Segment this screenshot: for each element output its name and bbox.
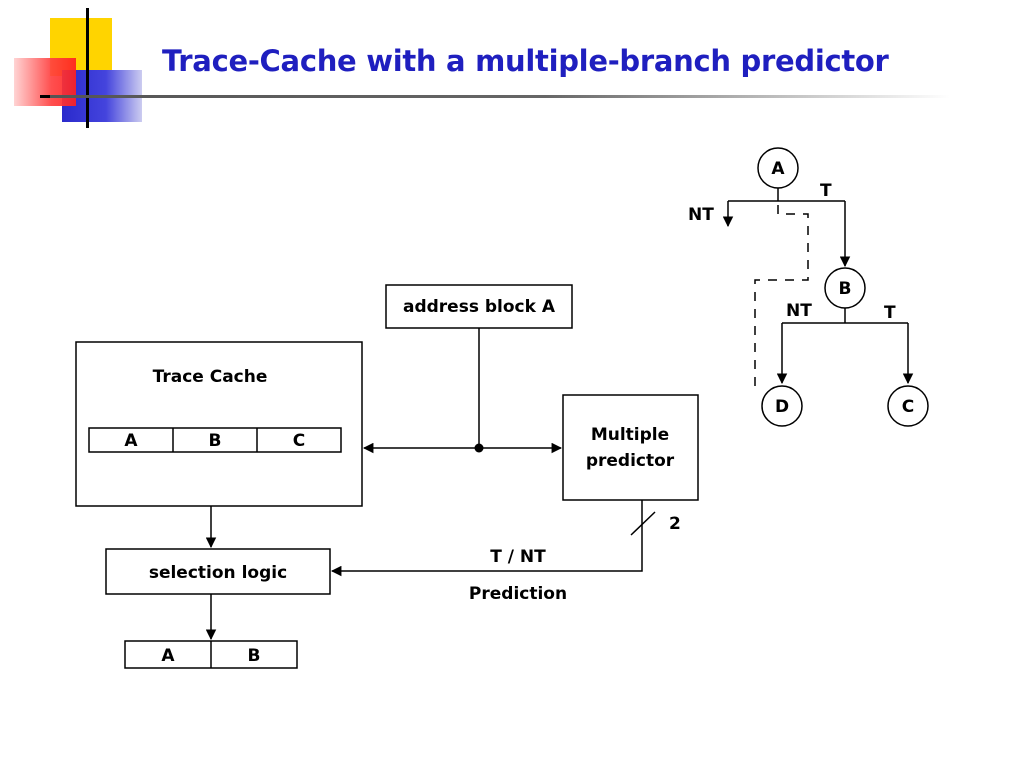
slide-title: Trace-Cache with a multiple-branch predi… <box>162 44 889 78</box>
output-cell-a: A <box>161 646 175 666</box>
trace-cache-row <box>88 427 342 453</box>
tree-b-taken-label: T <box>884 303 896 323</box>
title-underline <box>50 95 950 98</box>
bus-width-slash <box>630 511 656 536</box>
trace-cell-b: B <box>209 431 222 451</box>
trace-cache-box <box>75 341 363 507</box>
tree-node-c <box>887 385 929 427</box>
selection-logic-label: selection logic <box>149 563 287 583</box>
prediction-line <box>330 500 643 577</box>
tree-node-d-label: D <box>775 397 789 417</box>
predictor-label-line1: Multiple <box>591 425 669 445</box>
tree-node-d <box>761 385 803 427</box>
selection-logic-box <box>105 548 331 595</box>
tree-a-not-taken-label: NT <box>688 205 714 225</box>
tree-node-a-label: A <box>771 159 785 179</box>
trace-cell-c: C <box>293 431 305 451</box>
tree-node-b-label: B <box>839 279 852 299</box>
tree-node-c-label: C <box>902 397 914 417</box>
trace-path-dashed <box>754 205 809 392</box>
trace-cache-title: Trace Cache <box>153 367 268 387</box>
predictor-box <box>562 394 699 501</box>
prediction-value: T / NT <box>490 547 546 567</box>
deco-vertical-line <box>86 8 89 128</box>
output-cell-b: B <box>248 646 261 666</box>
address-block-label: address block A <box>403 297 556 317</box>
trace-cell-a: A <box>124 431 138 451</box>
deco-red-square <box>14 58 76 106</box>
bus-width-label: 2 <box>669 514 681 534</box>
prediction-label: Prediction <box>469 584 567 604</box>
tree-b-not-taken-label: NT <box>786 301 812 321</box>
address-block-box <box>385 284 573 329</box>
predictor-label-line2: predictor <box>586 451 675 471</box>
tree-a-taken-label: T <box>820 181 832 201</box>
